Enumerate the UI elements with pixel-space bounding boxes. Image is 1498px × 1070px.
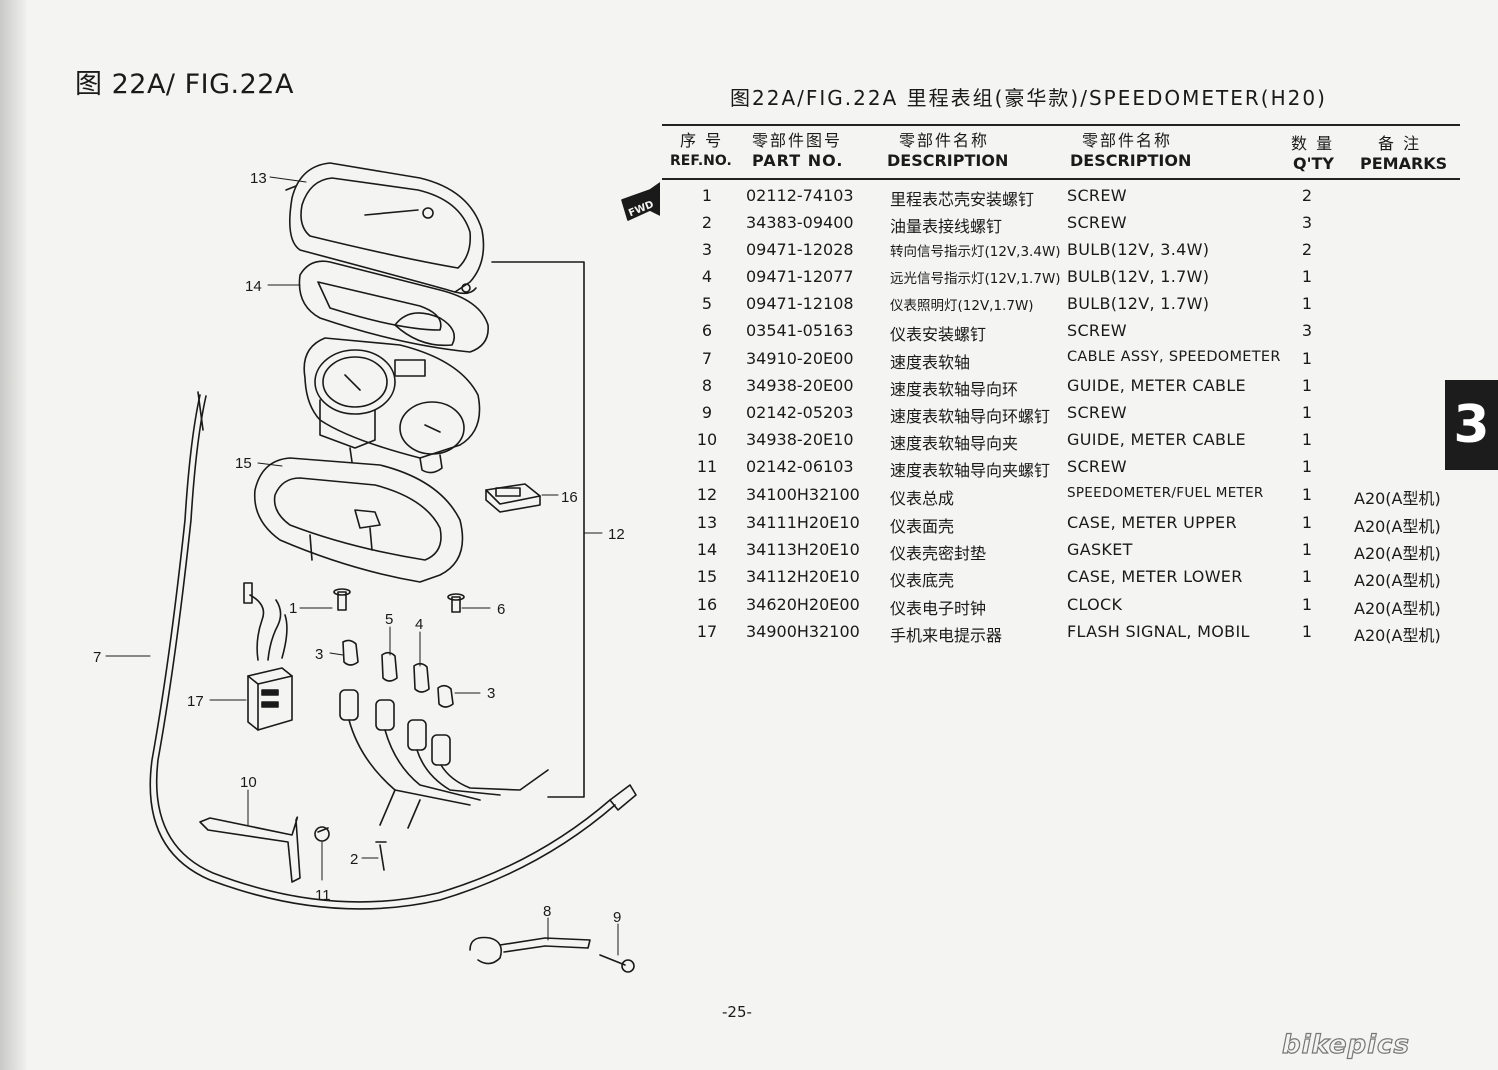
table-row: 14 34113H20E10 仪表壳密封垫 GASKET 1 A20(A型机) [696, 540, 1441, 563]
table-row: 1 02112-74103 里程表芯壳安装螺钉 SCREW 2 [701, 186, 1313, 209]
table-row: 3 09471-12028 转向信号指示灯(12V,3.4W) BULB(12V… [701, 240, 1313, 260]
callout-8: 8 [543, 903, 551, 920]
header-description-en: 零部件名称 DESCRIPTION [1070, 131, 1192, 170]
table-row: 12 34100H32100 仪表总成 SPEEDOMETER/FUEL MET… [696, 485, 1441, 508]
callout-10: 10 [240, 774, 257, 791]
callout-6: 6 [497, 601, 505, 618]
callout-9: 9 [613, 909, 621, 926]
table-row: 9 02142-05203 速度表软轴导向环螺钉 SCREW 1 [701, 403, 1313, 426]
table-row: 11 02142-06103 速度表软轴导向夹螺钉 SCREW 1 [696, 457, 1313, 480]
section-tab: 3 [1445, 380, 1498, 470]
table-row: 13 34111H20E10 仪表面壳 CASE, METER UPPER 1 … [696, 513, 1441, 536]
table-header-rule [662, 178, 1460, 180]
figure-label: 图 22A/ FIG.22A [75, 69, 294, 100]
fwd-arrow-icon [621, 182, 660, 221]
callout-3-left: 3 [315, 646, 323, 663]
header-part-no: 零部件图号 PART NO. [752, 131, 844, 170]
header-qty: 数 量 Q'TY [1291, 134, 1335, 173]
callout-11: 11 [315, 887, 331, 904]
speedometer-cable-part [149, 391, 637, 910]
table-title: 图22A/FIG.22A 里程表组(豪华款)/SPEEDOMETER(H20) [730, 86, 1327, 110]
exploded-diagram: FWD 13 14 15 16 12 1 6 5 4 3 3 7 17 10 2… [93, 162, 660, 973]
assembly-bracket-line [491, 261, 585, 798]
callout-5: 5 [385, 611, 393, 628]
callout-17: 17 [187, 693, 204, 710]
gasket-part [298, 260, 489, 353]
callout-14: 14 [245, 278, 262, 295]
meter-assembly-part [303, 337, 481, 474]
table-row: 8 34938-20E00 速度表软轴导向环 GUIDE, METER CABL… [701, 376, 1313, 399]
page-fold-shadow [0, 0, 26, 1070]
table-row: 5 09471-12108 仪表照明灯(12V,1.7W) BULB(12V, … [701, 294, 1313, 314]
table-row: 16 34620H20E00 仪表电子时钟 CLOCK 1 A20(A型机) [696, 595, 1441, 618]
guide-ring-part [469, 936, 591, 965]
callout-13: 13 [250, 170, 267, 187]
callout-12: 12 [608, 526, 625, 543]
header-description-zh: 零部件名称 DESCRIPTION [887, 131, 1009, 170]
callout-16: 16 [561, 489, 578, 506]
header-ref: 序 号 REF.NO. [670, 131, 732, 169]
meter-cable-guide-part [199, 816, 301, 883]
table-row: 10 34938-20E10 速度表软轴导向夹 GUIDE, METER CAB… [696, 430, 1313, 453]
table-row: 4 09471-12077 远光信号指示灯(12V,1.7W) BULB(12V… [701, 267, 1313, 287]
header-remarks: 备 注 PEMARKS [1360, 134, 1448, 173]
meter-upper-case-part [285, 162, 485, 295]
callout-1: 1 [289, 600, 297, 617]
callout-7: 7 [93, 649, 101, 666]
table-row: 17 34900H32100 手机来电提示器 FLASH SIGNAL, MOB… [696, 622, 1441, 645]
table-row: 15 34112H20E10 仪表底壳 CASE, METER LOWER 1 … [696, 567, 1441, 590]
callout-numbers: 13 14 15 16 12 1 6 5 4 3 3 7 17 10 2 11 … [93, 170, 625, 926]
callout-4: 4 [415, 616, 423, 633]
table-row: 7 34910-20E00 速度表软轴 CABLE ASSY, SPEEDOME… [701, 349, 1313, 372]
table-row: 2 34383-09400 油量表接线螺钉 SCREW 3 [701, 213, 1313, 236]
table-top-rule [662, 124, 1460, 126]
flash-signal-part [243, 582, 293, 731]
callout-15: 15 [235, 455, 252, 472]
callout-2: 2 [350, 851, 358, 868]
page-number: -25- [722, 1003, 752, 1021]
watermark-logo: bikepics [1281, 1029, 1410, 1060]
callout-3-right: 3 [487, 685, 495, 702]
meter-lower-case-part [253, 457, 464, 583]
screw-parts [314, 588, 635, 973]
table-row: 6 03541-05163 仪表安装螺钉 SCREW 3 [701, 321, 1313, 344]
clock-part [485, 483, 541, 513]
bulb-parts [339, 639, 549, 829]
